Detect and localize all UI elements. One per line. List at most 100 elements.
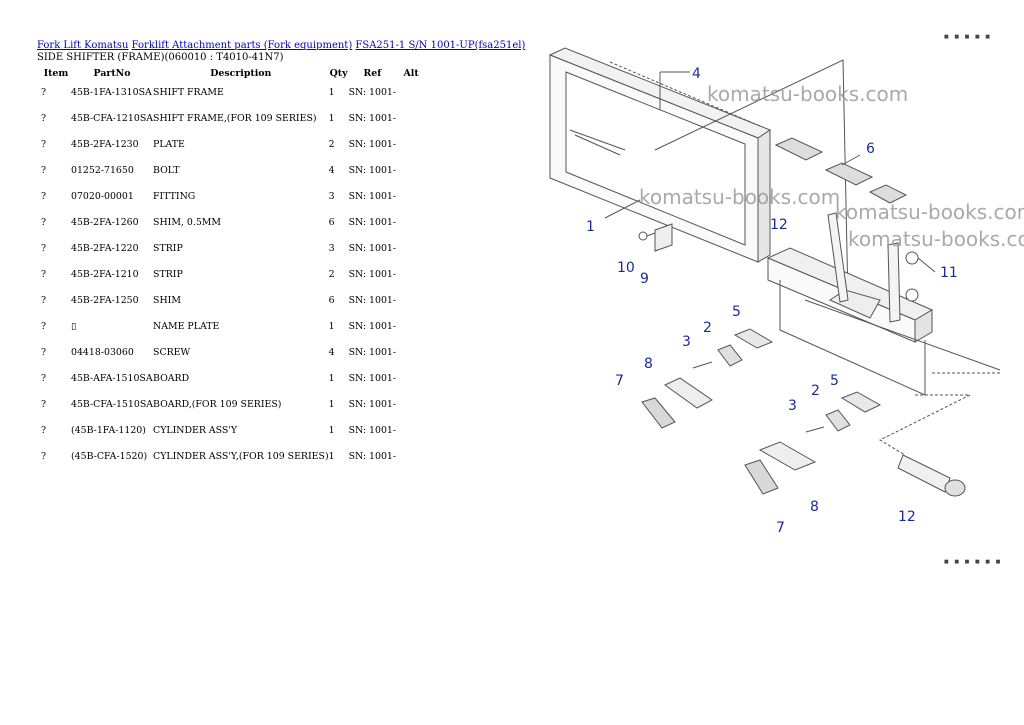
watermark-2: komatsu-books.com <box>639 185 840 209</box>
row-description: CYLINDER ASS'Y <box>153 425 238 436</box>
row-description: BOARD <box>153 373 190 384</box>
page-subtitle: SIDE SHIFTER (FRAME)(060010 : T4010-41N7… <box>37 52 284 63</box>
row-ref: SN: 1001- <box>348 347 397 358</box>
row-ref: SN: 1001- <box>348 425 397 436</box>
callout-3a: 3 <box>682 334 691 350</box>
row-alt <box>396 373 426 399</box>
row-item: ? <box>41 269 47 280</box>
row-description: SCREW <box>153 347 191 358</box>
row-description: SHIM <box>153 295 181 306</box>
row-description: NAME PLATE <box>153 321 220 332</box>
diagram-callouts: 1 2 2 3 3 4 5 5 6 7 7 8 8 9 10 11 12 12 <box>586 66 958 536</box>
row-partno: 45B-CFA-1210SA <box>71 113 154 124</box>
watermark-3: komatsu-books.com <box>835 200 1024 224</box>
row-item: ? <box>41 113 47 124</box>
row-qty: 3 <box>328 243 335 254</box>
row-ref: SN: 1001- <box>348 113 397 124</box>
row-description: PLATE <box>153 139 185 150</box>
row-qty: 1 <box>328 399 335 410</box>
row-partno: 45B-1FA-1310SA <box>71 87 152 98</box>
row-alt <box>396 87 426 113</box>
row-ref: SN: 1001- <box>348 165 397 176</box>
row-alt <box>396 451 426 471</box>
callout-8b: 8 <box>810 499 819 515</box>
callout-1: 1 <box>586 219 595 235</box>
row-alt <box>396 269 426 295</box>
row-alt <box>396 113 426 139</box>
row-item: ? <box>41 191 47 202</box>
row-alt <box>396 165 426 191</box>
row-qty: 6 <box>328 217 335 228</box>
row-qty: 2 <box>328 139 335 150</box>
callout-12a: 12 <box>770 217 788 233</box>
row-ref: SN: 1001- <box>348 139 397 150</box>
row-description: FITTING <box>153 191 196 202</box>
diagram-linework <box>548 47 1001 497</box>
row-alt <box>396 295 426 321</box>
row-item: ? <box>41 243 47 254</box>
row-description: BOARD,(FOR 109 SERIES) <box>153 399 282 410</box>
row-description: BOLT <box>153 165 180 176</box>
row-item: ? <box>41 347 47 358</box>
table-row: ?(45B-CFA-1520)CYLINDER ASS'Y,(FOR 109 S… <box>37 451 426 471</box>
callout-6: 6 <box>866 141 875 157</box>
row-item: ? <box>41 425 47 436</box>
row-partno: 45B-2FA-1230 <box>71 139 139 150</box>
callout-10: 10 <box>617 260 635 276</box>
row-alt <box>396 347 426 373</box>
row-ref: SN: 1001- <box>348 217 397 228</box>
row-partno: 45B-2FA-1260 <box>71 217 139 228</box>
row-ref: SN: 1001- <box>348 321 397 332</box>
callout-2b: 2 <box>811 383 820 399</box>
breadcrumb-link-model[interactable]: FSA251-1 S/N 1001-UP(fsa251el) <box>355 40 526 51</box>
row-partno: (45B-1FA-1120) <box>71 425 146 436</box>
row-partno: 07020-00001 <box>71 191 134 202</box>
col-alt: Alt <box>403 67 419 79</box>
row-ref: SN: 1001- <box>348 243 397 254</box>
col-item: Item <box>43 67 69 79</box>
exploded-parts-diagram: 1 2 2 3 3 4 5 5 6 7 7 8 8 9 10 11 12 12 … <box>548 47 1024 536</box>
row-description: STRIP <box>153 269 183 280</box>
row-ref: SN: 1001- <box>348 87 397 98</box>
row-qty: 1 <box>328 373 335 384</box>
callout-4: 4 <box>692 66 701 82</box>
row-partno: 04418-03060 <box>71 347 134 358</box>
row-alt <box>396 243 426 269</box>
row-qty: 1 <box>328 425 335 436</box>
row-partno: 45B-AFA-1510SA <box>71 373 153 384</box>
row-description: CYLINDER ASS'Y,(FOR 109 SERIES) <box>153 451 329 462</box>
row-qty: 1 <box>328 451 335 462</box>
breadcrumb-link-attachment[interactable]: Forklift Attachment parts (Fork equipmen… <box>131 40 353 51</box>
row-item: ? <box>41 399 47 410</box>
row-qty: 4 <box>328 165 335 176</box>
breadcrumb-link-forklift[interactable]: Fork Lift Komatsu <box>37 40 129 51</box>
row-item: ? <box>41 321 47 332</box>
callout-8a: 8 <box>644 356 653 372</box>
table-header-row: Item PartNo Description Qty Ref Alt <box>37 67 426 87</box>
row-ref: SN: 1001- <box>348 373 397 384</box>
callout-11: 11 <box>940 265 958 281</box>
row-partno: ▯ <box>71 321 77 332</box>
row-partno: 45B-2FA-1250 <box>71 295 139 306</box>
row-ref: SN: 1001- <box>348 295 397 306</box>
col-qty: Qty <box>329 67 348 79</box>
row-ref: SN: 1001- <box>348 269 397 280</box>
col-description: Description <box>210 67 272 79</box>
row-item: ? <box>41 165 47 176</box>
row-partno: 01252-71650 <box>71 165 134 176</box>
row-description: SHIFT FRAME <box>153 87 224 98</box>
row-item: ? <box>41 373 47 384</box>
row-description: SHIFT FRAME,(FOR 109 SERIES) <box>153 113 317 124</box>
row-ref: SN: 1001- <box>348 399 397 410</box>
row-partno: 45B-CFA-1510SA <box>71 399 154 410</box>
row-qty: 6 <box>328 295 335 306</box>
callout-5a: 5 <box>732 304 741 320</box>
